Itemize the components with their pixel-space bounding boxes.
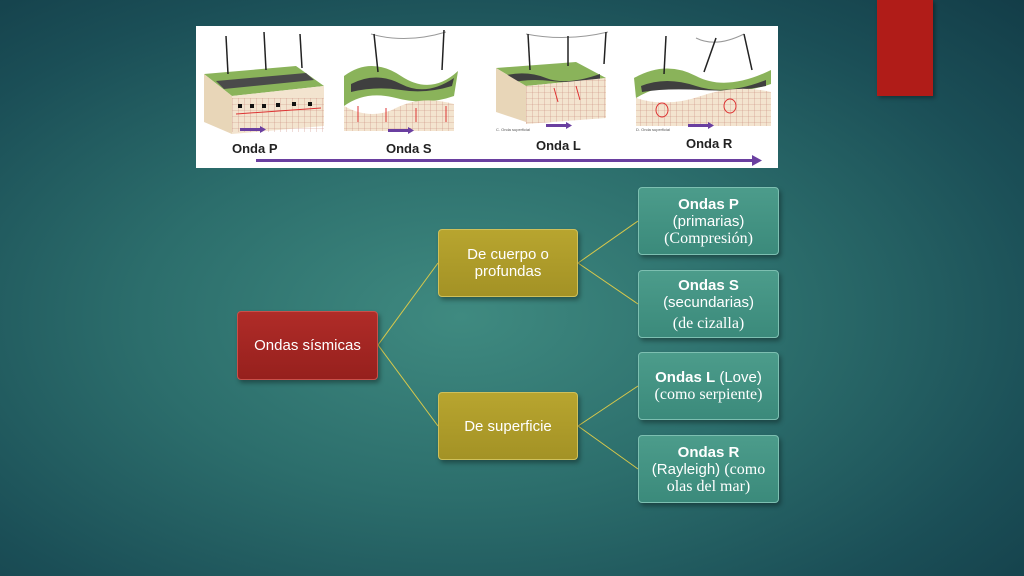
p-waves-motion: (Compresión) [664,229,753,247]
caption-r: D. Onda superficial [636,127,671,132]
label-onda-s: Onda S [386,141,432,156]
s-waves-name: Ondas S [678,276,739,294]
connector-root-surface [377,344,439,427]
l-waves-node: Ondas L (Love) (como serpiente) [638,352,779,420]
connector-root-body [377,262,439,346]
propagation-arrowhead [752,155,762,166]
r-waves-motion-a: (como [724,460,766,478]
connector-body-p [577,220,639,264]
l-wave-block [496,31,609,124]
label-onda-l: Onda L [536,138,581,153]
body-waves-node: De cuerpo o profundas [438,229,578,297]
direction-arrows [240,122,714,134]
r-wave-block [634,33,771,126]
p-wave-block [204,31,324,134]
root-label: Ondas sísmicas [254,337,361,354]
r-waves-node: Ondas R (Rayleigh) (como olas del mar) [638,435,779,503]
body-waves-label: De cuerpo o profundas [467,246,549,280]
propagation-arrow [256,159,752,162]
connector-body-s [577,262,639,305]
r-waves-motion-b: olas del mar) [666,477,751,495]
p-waves-node: Ondas P (primarias) (Compresión) [638,187,779,255]
illustration-drawing [204,29,771,166]
r-waves-type: (Rayleigh) [651,460,725,478]
l-waves-name: Ondas L [655,369,716,386]
s-waves-motion: (de cizalla) [672,314,745,332]
r-waves-name: Ondas R [677,443,740,461]
root-node: Ondas sísmicas [237,311,378,380]
p-waves-name: Ondas P [678,195,739,213]
seismic-waves-illustration: C. Onda superficial D. Onda superficial … [196,26,778,168]
decorative-red-bar [877,0,933,96]
s-waves-node: Ondas S (secundarias) (de cizalla) [638,270,779,338]
s-waves-type: (secundarias) [663,293,754,311]
l-waves-motion: (como serpiente) [654,386,763,403]
l-waves-type: (Love) [715,369,762,386]
p-waves-type: (primarias) [672,212,745,230]
connector-surface-l [577,385,639,427]
s-wave-block [344,29,458,131]
caption-l: C. Onda superficial [496,127,531,132]
connector-surface-r [577,425,639,470]
surface-waves-node: De superficie [438,392,578,460]
surface-waves-label: De superficie [464,417,552,435]
label-onda-r: Onda R [686,136,733,151]
label-onda-p: Onda P [232,141,278,156]
